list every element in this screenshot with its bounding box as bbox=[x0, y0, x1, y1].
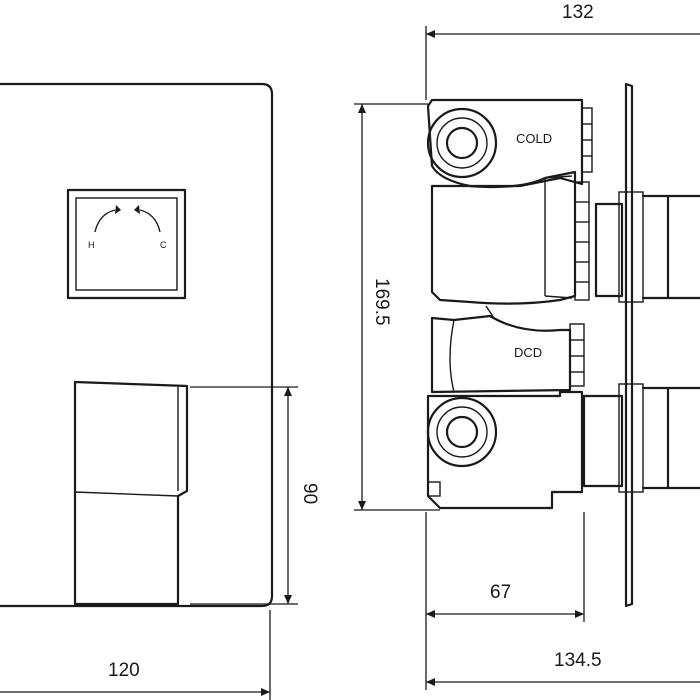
cold-inlet-body bbox=[426, 98, 584, 188]
cold-label: COLD bbox=[516, 131, 552, 146]
body-depth-dimension: 67 bbox=[490, 582, 511, 603]
overall-depth-dimension: 132 bbox=[562, 2, 594, 23]
faceplate-outline bbox=[0, 82, 274, 608]
side-view: COLD DCD bbox=[426, 82, 700, 608]
cold-inlet-outer-ring bbox=[426, 107, 498, 179]
cartridge-cone bbox=[544, 175, 573, 299]
cold-inlet-inner-ring bbox=[445, 126, 479, 160]
hot-inlet-body bbox=[426, 390, 584, 510]
dcd-body bbox=[430, 314, 572, 394]
cold-inlet-mid-ring bbox=[436, 117, 488, 169]
cartridge-body bbox=[430, 170, 577, 305]
front-dimensions: 120 90 bbox=[0, 386, 320, 700]
wall-plate-profile bbox=[624, 82, 634, 608]
hot-inlet-mid-ring bbox=[436, 406, 488, 458]
hot-inlet-inner-ring bbox=[445, 415, 479, 449]
dcd-label: DCD bbox=[514, 345, 542, 360]
hot-label: H bbox=[88, 240, 95, 250]
side-dimensions: 132 169.5 67 134.5 bbox=[354, 2, 700, 690]
total-depth-dimension: 134.5 bbox=[554, 650, 602, 671]
upper-spindle bbox=[594, 202, 624, 298]
lower-spindle bbox=[582, 394, 624, 488]
temperature-knob-inner bbox=[75, 197, 178, 291]
overall-height-dimension: 169.5 bbox=[371, 278, 392, 326]
front-view: H C bbox=[0, 82, 274, 608]
plate-width-dimension: 120 bbox=[108, 660, 140, 681]
cold-short-label: C bbox=[160, 240, 167, 250]
handle-height-dimension: 90 bbox=[299, 483, 320, 504]
temperature-knob-outer bbox=[66, 188, 187, 300]
flow-handle-edge bbox=[74, 387, 179, 497]
curved-arrows-icon bbox=[94, 205, 161, 233]
hot-inlet-outer-ring bbox=[426, 396, 498, 468]
